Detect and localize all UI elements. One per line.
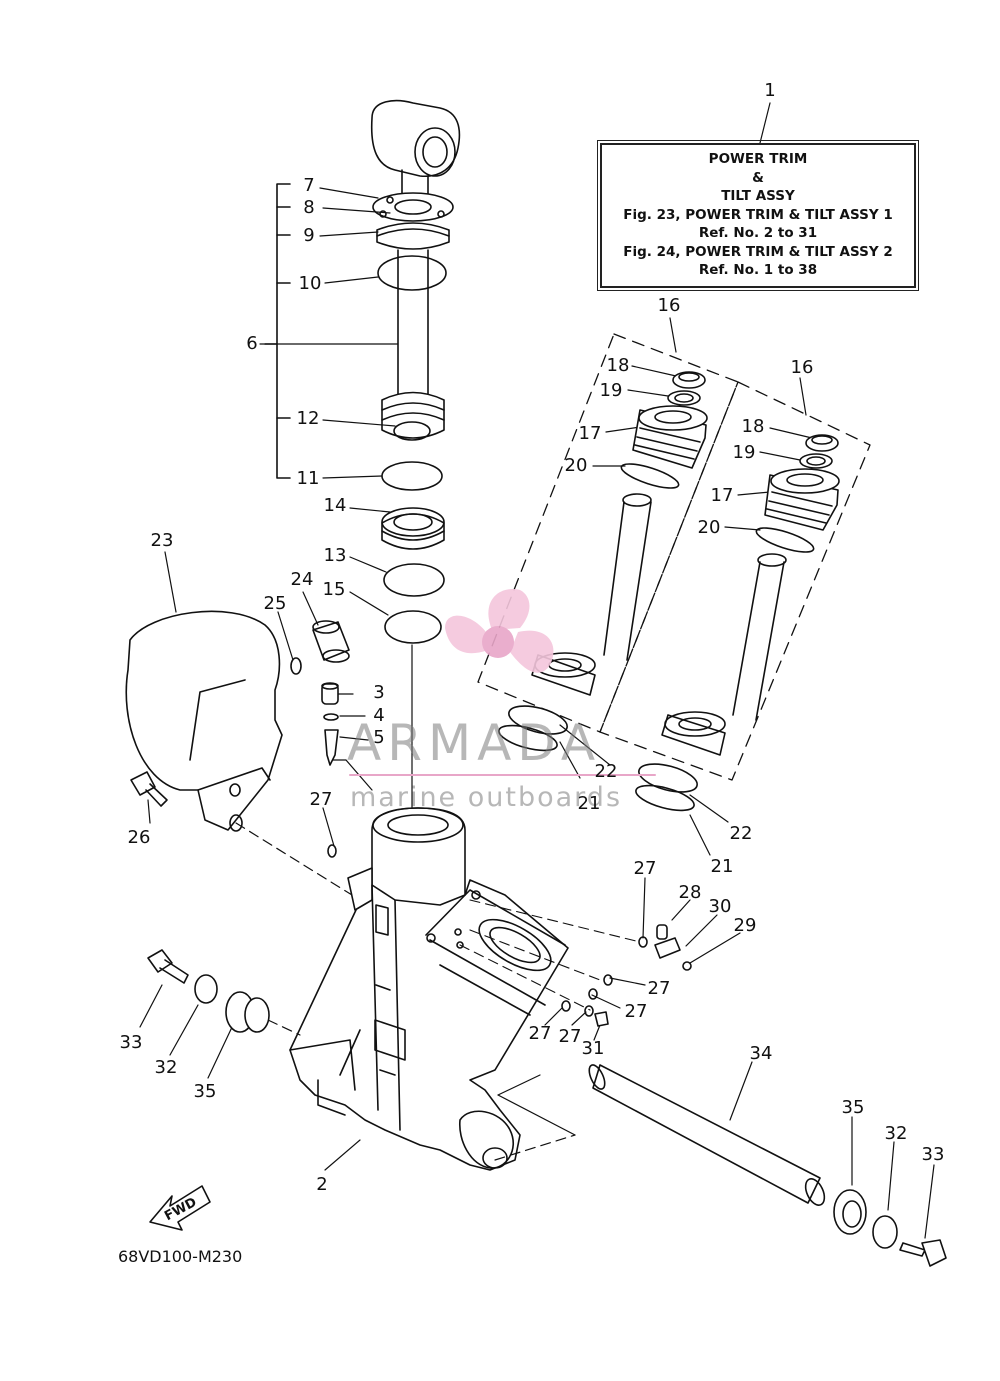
callout-9[interactable]: 9 — [303, 225, 315, 246]
callout-29[interactable]: 29 — [733, 915, 757, 936]
callout-12[interactable]: 12 — [296, 408, 320, 429]
callout-16-left[interactable]: 16 — [657, 295, 681, 316]
watermark-tagline: marine outboards — [350, 782, 623, 813]
trim-piston-left — [531, 371, 708, 696]
callout-17-left[interactable]: 17 — [578, 423, 602, 444]
callout-19-right[interactable]: 19 — [732, 442, 756, 463]
tilt-rod-assembly — [370, 99, 461, 441]
callout-6[interactable]: 6 — [246, 333, 258, 354]
o-ring-21a — [498, 724, 558, 752]
callout-22-left[interactable]: 22 — [594, 761, 618, 782]
subassembly-frame-16b — [599, 381, 871, 781]
backup-ring-22b — [638, 763, 698, 793]
callout-27-a[interactable]: 27 — [309, 789, 333, 810]
o-ring-25 — [290, 657, 302, 675]
callout-20-right[interactable]: 20 — [697, 517, 721, 538]
callout-31[interactable]: 31 — [581, 1038, 605, 1059]
fwd-arrow-icon — [149, 1185, 211, 1231]
callout-5[interactable]: 5 — [373, 727, 385, 748]
leader-lines — [139, 102, 935, 1239]
callout-1[interactable]: 1 — [764, 80, 776, 101]
callout-30[interactable]: 30 — [708, 896, 732, 917]
tilt-shaft-34 — [267, 1019, 826, 1206]
callout-20-left[interactable]: 20 — [564, 455, 588, 476]
group-bracket-6 — [264, 183, 291, 479]
callout-35-left[interactable]: 35 — [193, 1081, 217, 1102]
watermark-propeller-icon — [445, 589, 554, 673]
o-ring-15 — [384, 610, 442, 644]
callout-4[interactable]: 4 — [373, 705, 385, 726]
callout-18-right[interactable]: 18 — [741, 416, 765, 437]
callout-14[interactable]: 14 — [323, 495, 347, 516]
callout-3[interactable]: 3 — [373, 682, 385, 703]
assembly-info-box: POWER TRIM & TILT ASSY Fig. 23, POWER TR… — [597, 140, 919, 291]
info-line-1: POWER TRIM — [708, 151, 808, 167]
callout-33-right[interactable]: 33 — [921, 1144, 945, 1165]
backup-ring-13 — [383, 563, 445, 597]
info-line-7: Ref. No. 1 to 38 — [698, 262, 818, 278]
callout-15[interactable]: 15 — [322, 579, 346, 600]
info-line-2: & — [752, 169, 764, 186]
callout-13[interactable]: 13 — [323, 545, 347, 566]
seal-14 — [381, 507, 445, 550]
bolt-33-left — [147, 949, 189, 984]
o-ring-11 — [381, 461, 443, 491]
callout-32-right[interactable]: 32 — [884, 1123, 908, 1144]
bushing-35-right — [833, 1189, 867, 1235]
callout-23[interactable]: 23 — [150, 530, 174, 551]
backup-ring-22a — [508, 705, 568, 735]
callout-32-left[interactable]: 32 — [154, 1057, 178, 1078]
callout-27-f[interactable]: 27 — [558, 1026, 582, 1047]
washer-32-left — [194, 974, 218, 1004]
o-ring-21b — [635, 784, 695, 812]
callout-17-right[interactable]: 17 — [710, 485, 734, 506]
info-line-5: Ref. No. 2 to 31 — [698, 225, 818, 241]
callout-25[interactable]: 25 — [263, 593, 287, 614]
callout-34[interactable]: 34 — [749, 1043, 773, 1064]
callout-35-right[interactable]: 35 — [841, 1097, 865, 1118]
callout-21-right[interactable]: 21 — [710, 856, 734, 877]
callout-27-d[interactable]: 27 — [624, 1001, 648, 1022]
bolt-26 — [130, 771, 168, 807]
callout-18-left[interactable]: 18 — [606, 355, 630, 376]
info-line-4: Fig. 23, POWER TRIM & TILT ASSY 1 — [623, 206, 893, 223]
trim-piston-right — [661, 434, 840, 756]
callout-21-left[interactable]: 21 — [577, 793, 601, 814]
callout-2[interactable]: 2 — [316, 1174, 328, 1195]
callout-16-right[interactable]: 16 — [790, 357, 814, 378]
callout-26[interactable]: 26 — [127, 827, 151, 848]
callout-28[interactable]: 28 — [678, 882, 702, 903]
valve-parts — [321, 682, 339, 766]
info-line-6: Fig. 24, POWER TRIM & TILT ASSY 2 — [623, 243, 893, 260]
watermark-brand: ARMADA — [347, 714, 602, 772]
callout-27-c[interactable]: 27 — [647, 978, 671, 999]
callout-10[interactable]: 10 — [298, 273, 322, 294]
callout-24[interactable]: 24 — [290, 569, 314, 590]
info-line-3: TILT ASSY — [721, 188, 795, 204]
callout-33-left[interactable]: 33 — [119, 1032, 143, 1053]
washer-32-right — [872, 1215, 898, 1249]
callout-7[interactable]: 7 — [303, 175, 315, 196]
callout-11[interactable]: 11 — [296, 468, 320, 489]
callout-27-e[interactable]: 27 — [528, 1023, 552, 1044]
diagram-code: 68VD100-M230 — [118, 1247, 243, 1266]
callout-19-left[interactable]: 19 — [599, 380, 623, 401]
bearing-24 — [312, 620, 350, 663]
main-bracket-body-2 — [289, 807, 576, 1171]
fittings — [327, 844, 692, 1027]
callout-8[interactable]: 8 — [303, 197, 315, 218]
bushing-35-left — [225, 991, 270, 1033]
motor-cover-23 — [125, 610, 361, 901]
callout-27-b[interactable]: 27 — [633, 858, 657, 879]
bolt-33-right — [899, 1239, 947, 1267]
callout-22-right[interactable]: 22 — [729, 823, 753, 844]
